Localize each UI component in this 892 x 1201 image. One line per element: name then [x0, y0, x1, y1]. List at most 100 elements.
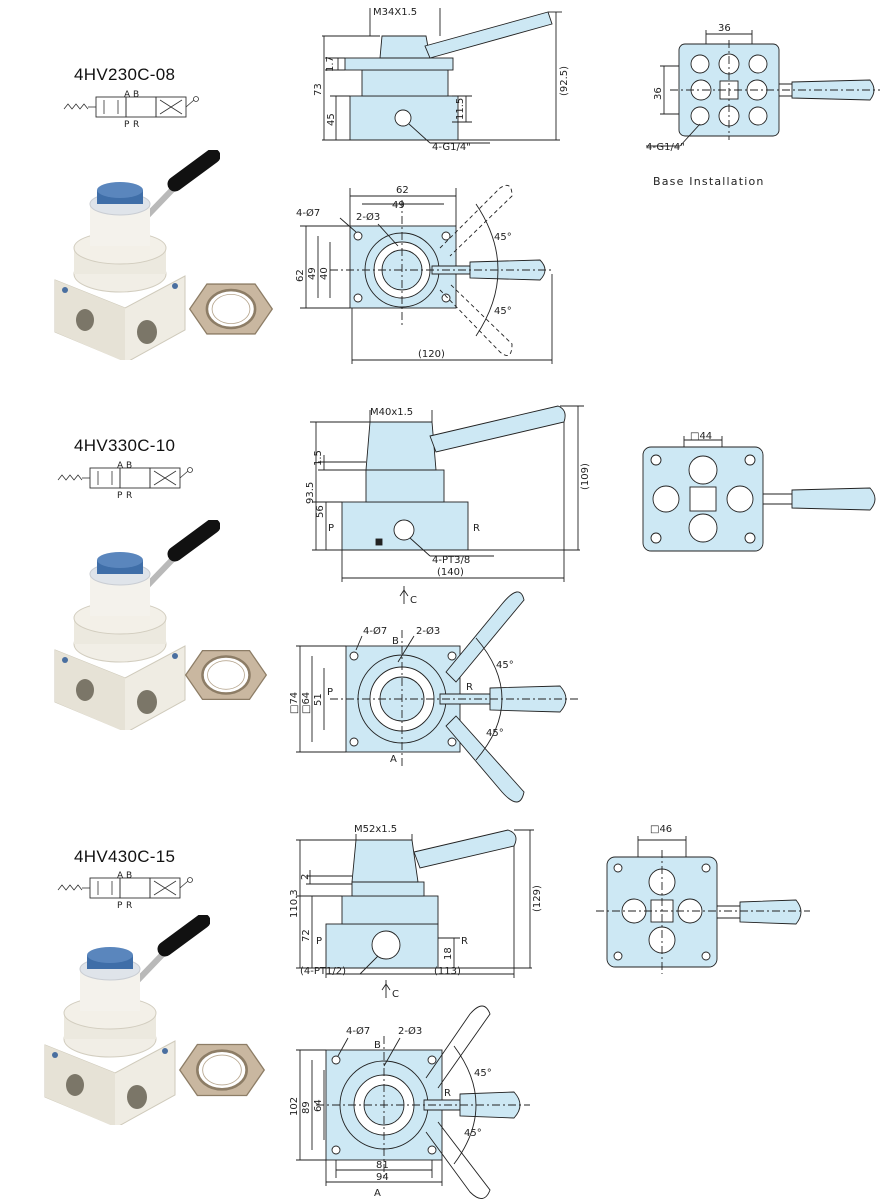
m2-top-d4: □64: [301, 692, 312, 714]
m2-top-d2: 2-Ø3: [416, 625, 440, 637]
model-title-2: 4HV330C-10: [74, 436, 176, 455]
m3-front-p: P: [316, 936, 322, 947]
m3-d1: 2: [300, 874, 311, 880]
m1-top-d2: 49: [392, 200, 405, 211]
m3-top-d3: 102: [289, 1097, 300, 1116]
m3-top-d6: 81: [376, 1160, 389, 1171]
front-view-3: [296, 829, 534, 998]
m2-front-r: R: [473, 523, 480, 534]
m1-base-d2: 36: [653, 87, 664, 100]
m3-top-b: B: [374, 1040, 381, 1051]
valve-symbol-3: A B P R: [57, 871, 193, 911]
m3-d2: 110.3: [289, 889, 300, 918]
m1-thread: M34X1.5: [373, 7, 417, 18]
base-view-2: [642, 436, 876, 552]
lock-nut-photo-1: [188, 282, 274, 336]
m2-top-a: A: [390, 754, 397, 765]
m2-d4: (109): [580, 463, 591, 490]
m2-top-r: R: [466, 682, 473, 693]
sym3-p: P: [117, 901, 123, 911]
product-photo-3: [45, 921, 203, 1127]
m3-top-d1: 4-Ø7: [346, 1025, 370, 1037]
m2-d3: 56: [315, 505, 326, 518]
base-view-1: [646, 30, 880, 147]
top-view-1: [300, 184, 553, 364]
m2-top-a2: 45°: [486, 728, 504, 739]
sym3-r: R: [126, 901, 132, 911]
m2-top-a1: 45°: [496, 660, 514, 671]
m1-d4: 11.5: [455, 98, 466, 120]
m2-top-d3: □74: [289, 692, 300, 714]
m3-top-d7: 94: [376, 1172, 389, 1183]
m3-d4: 18: [443, 947, 454, 960]
m3-top-a: A: [374, 1188, 381, 1199]
top-view-3: [296, 1005, 530, 1199]
m3-port: (4-PT1/2): [300, 966, 346, 977]
lock-nut-photo-2: [184, 649, 268, 701]
top-view-2: [296, 591, 580, 803]
m3-top-d4: 89: [301, 1101, 312, 1114]
sym2-b: B: [126, 461, 132, 471]
base-view-3: [596, 836, 810, 974]
sym3-a: A: [117, 871, 124, 881]
m3-top-a2: 45°: [464, 1128, 482, 1139]
m3-thread: M52x1.5: [354, 824, 397, 835]
m1-base-port: 4-G1/4": [646, 142, 685, 153]
m1-top-d7: 40: [319, 267, 330, 280]
m3-d6: (113): [434, 966, 461, 977]
m2-base-d1: □44: [690, 431, 712, 442]
m1-d5: (92.5): [559, 66, 570, 96]
sym2-a: A: [117, 461, 124, 471]
m3-top-d5: 64: [313, 1099, 324, 1112]
m2-top-p: P: [327, 687, 333, 698]
m2-front-p: P: [328, 523, 334, 534]
sym2-r: R: [126, 491, 132, 501]
m1-base-d1: 36: [718, 23, 731, 34]
m1-top-d3: 4-Ø7: [296, 207, 320, 219]
m3-top-a1: 45°: [474, 1068, 492, 1079]
front-view-1: [322, 8, 562, 144]
m3-d5: (129): [532, 885, 543, 912]
m1-top-d5: 62: [295, 269, 306, 282]
sym2-p: P: [117, 491, 123, 501]
m2-d1: 1.5: [313, 450, 324, 466]
m2-port: 4-PT3/8: [432, 555, 470, 566]
m2-top-d1: 4-Ø7: [363, 625, 387, 637]
base-installation-caption: Base Installation: [653, 175, 765, 188]
sym3-b: B: [126, 871, 132, 881]
m3-top-r: R: [444, 1088, 451, 1099]
m1-port: 4-G1/4": [432, 142, 471, 153]
m1-top-a2: 45°: [494, 306, 512, 317]
m2-d2: 93.5: [305, 482, 316, 504]
m3-front-c: C: [392, 989, 399, 1000]
product-photo-1: [55, 156, 213, 362]
valve-symbol-2: A B P R: [57, 461, 193, 501]
m2-top-d5: 51: [313, 693, 324, 706]
valve-symbol-1: A B P R: [63, 90, 199, 130]
m3-base-d1: □46: [650, 824, 672, 835]
product-photo-2: [55, 526, 213, 732]
m2-d5: (140): [437, 567, 464, 578]
m2-top-b: B: [392, 636, 399, 647]
m1-top-d8: (120): [418, 349, 445, 360]
sym1-p: P: [124, 120, 130, 130]
m3-front-r: R: [461, 936, 468, 947]
model-title-1: 4HV230C-08: [74, 65, 176, 84]
m1-top-d6: 49: [307, 267, 318, 280]
m1-top-a1: 45°: [494, 232, 512, 243]
sym1-a: A: [124, 90, 131, 100]
sym1-b: B: [133, 90, 139, 100]
m1-d3: 45: [326, 113, 337, 126]
m2-front-c: C: [410, 595, 417, 606]
m1-d2: 73: [313, 83, 324, 96]
m3-d3: 72: [301, 929, 312, 942]
front-view-2: [310, 405, 584, 604]
m1-d1: 1.7: [325, 56, 336, 72]
sym1-r: R: [133, 120, 139, 130]
lock-nut-photo-3: [178, 1043, 266, 1097]
model-title-3: 4HV430C-15: [74, 847, 176, 866]
m1-top-d4: 2-Ø3: [356, 211, 380, 223]
m1-top-d1: 62: [396, 185, 409, 196]
m3-top-d2: 2-Ø3: [398, 1025, 422, 1037]
